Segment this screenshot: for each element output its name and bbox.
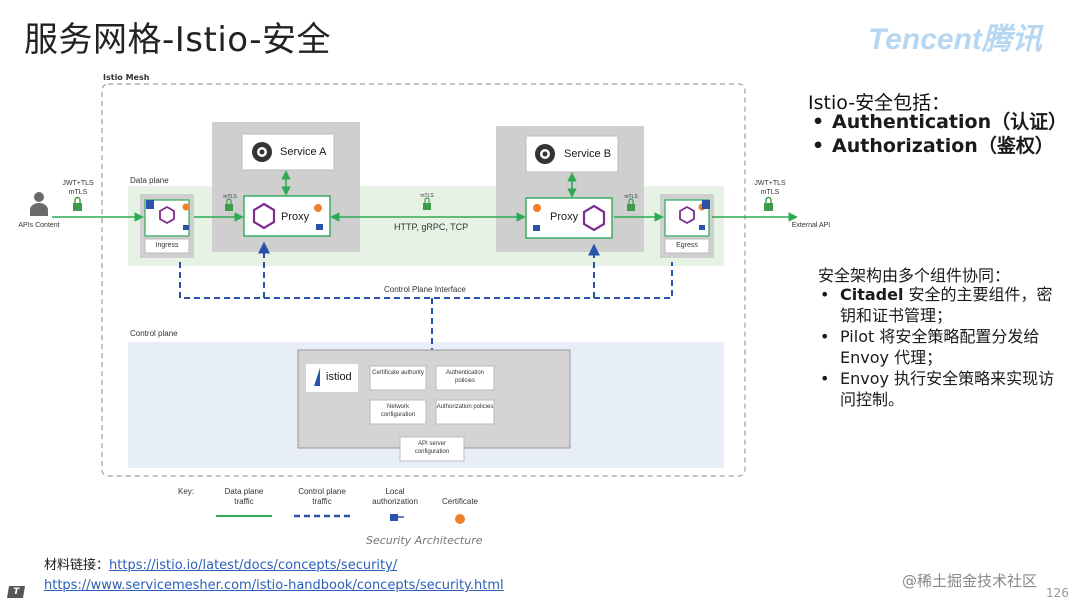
mtls-label: mTLS [223, 194, 237, 200]
data-plane-label: Data plane [130, 176, 169, 185]
authorization-policies-label: Authorization policies [436, 404, 494, 410]
service-b-gear-icon [535, 144, 555, 164]
key-label: Key: [178, 487, 195, 496]
local-authorization-icon [699, 225, 705, 230]
egress-hexagon-icon [679, 205, 695, 225]
api-client-label: APIs Content [18, 222, 60, 229]
service-a-gear-icon [252, 142, 272, 162]
traffic-protocols-label: HTTP, gRPC, TCP [394, 222, 469, 232]
control-plane-label: Control plane [130, 329, 178, 338]
page-number: 126 [1046, 586, 1069, 600]
ingress-hexagon-icon [159, 205, 175, 225]
proxy-b-label: Proxy [550, 211, 579, 223]
component-name: Citadel [840, 285, 904, 304]
proxy-a-hexagon-icon [252, 202, 276, 230]
component-description: Pilot 将安全策略配置分发给 Envoy 代理； [840, 327, 1040, 367]
jwt-left-label: JWT+TLS mTLS [62, 180, 94, 196]
lock-icon [423, 197, 431, 210]
network-configuration-label: Network configuration [380, 404, 416, 418]
envoy-icon [146, 200, 154, 209]
local-authorization-icon [183, 225, 189, 230]
api-client-person-icon [30, 192, 48, 216]
lock-icon [73, 196, 82, 211]
list-item: Pilot 将安全策略配置分发给 Envoy 代理； [818, 326, 1068, 368]
local-authorization-icon [316, 224, 323, 230]
slide-title: 服务网格-Istio-安全 [24, 20, 331, 60]
certificate-icon [533, 204, 541, 212]
control-plane-traffic-line [179, 262, 673, 299]
architecture-heading: 安全架构由多个组件协同： [818, 266, 1011, 285]
key-certificate-icon [455, 514, 465, 524]
egress-label: Egress [676, 242, 698, 249]
ingress-label: Ingress [155, 242, 179, 249]
local-authorization-icon [533, 225, 540, 231]
jwt-right-label: JWT+TLS mTLS [754, 180, 786, 196]
watermark: @稀土掘金技术社区 [902, 572, 1038, 590]
istio-mesh-boundary [101, 83, 746, 477]
lock-icon [627, 198, 635, 211]
tencent-logo: Tencent腾讯 [868, 23, 1042, 56]
proxy-a-label: Proxy [281, 211, 310, 223]
api-server-config-label: API server configuration [414, 441, 450, 455]
envoy-icon [702, 200, 710, 209]
certificate-icon [182, 203, 190, 211]
mtls-label: mTLS [624, 194, 638, 200]
key-local-authorization-icon [390, 514, 404, 521]
certificate-icon [314, 204, 322, 212]
istio-mesh-label: Istio Mesh [103, 73, 150, 82]
proxy-b-hexagon-icon [582, 204, 606, 232]
key-local-authorization-label: Local authorization [372, 487, 418, 506]
certificate-authority-label: Certificate authority [372, 370, 424, 376]
lock-icon [764, 196, 773, 211]
istio-sail-icon [314, 368, 320, 386]
security-architecture-diagram [30, 83, 798, 524]
service-b-label: Service B [564, 148, 612, 160]
key-certificate-label: Certificate [441, 497, 478, 506]
istiod-label: istiod [326, 371, 352, 383]
corner-logo-icon: T [6, 586, 26, 598]
list-item: Authentication（认证） [810, 110, 1067, 134]
links-prefix: 材料链接： [44, 558, 110, 573]
authentication-policies-label: Authentication policies [445, 370, 485, 384]
service-a-label: Service A [280, 146, 327, 158]
istio-docs-link[interactable]: https://istio.io/latest/docs/concepts/se… [109, 558, 398, 573]
lock-icon [225, 198, 233, 211]
key-control-plane-label: Control plane traffic [298, 487, 346, 506]
list-item: Citadel 安全的主要组件，密钥和证书管理； [818, 284, 1068, 326]
component-description: 安全的主要组件，密钥和证书管理； [840, 285, 1053, 325]
architecture-components-list: Citadel 安全的主要组件，密钥和证书管理； Pilot 将安全策略配置分发… [818, 284, 1068, 410]
mtls-label: mTLS [420, 193, 434, 199]
security-heading: Istio-安全包括： [808, 92, 951, 114]
key-data-plane-label: Data plane traffic [224, 487, 264, 506]
security-features-list: Authentication（认证） Authorization（鉴权） [810, 110, 1067, 158]
list-item: Authorization（鉴权） [810, 134, 1067, 158]
servicemesher-link[interactable]: https://www.servicemesher.com/istio-hand… [44, 578, 504, 593]
external-api-label: External API [791, 222, 831, 229]
component-description: Envoy 执行安全策略来实现访问控制。 [840, 369, 1055, 409]
list-item: Envoy 执行安全策略来实现访问控制。 [818, 368, 1068, 410]
diagram-caption: Security Architecture [366, 534, 483, 547]
reference-links: 材料链接：https://istio.io/latest/docs/concep… [44, 556, 504, 596]
control-plane-interface-label: Control Plane Interface [384, 285, 466, 294]
